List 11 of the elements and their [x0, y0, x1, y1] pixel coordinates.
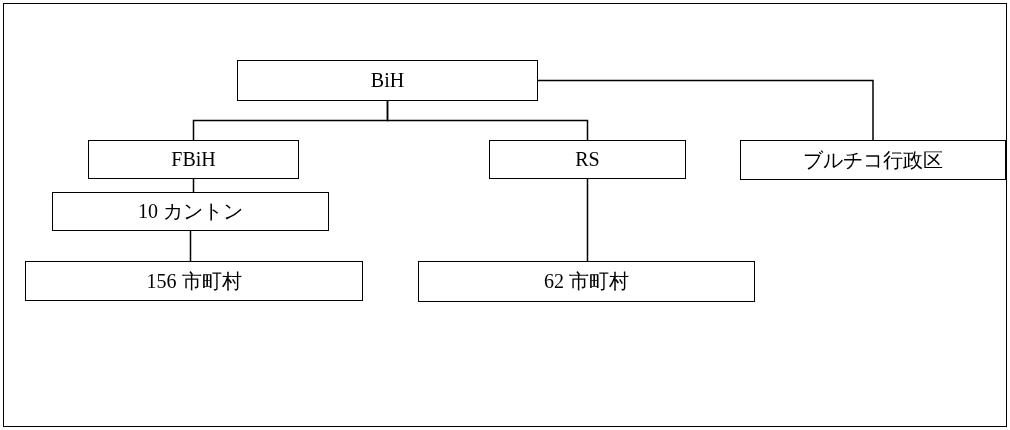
- org-box: 156 市町村: [25, 261, 363, 301]
- connector-line: [189, 230, 192, 262]
- org-box: ブルチコ行政区: [740, 140, 1006, 180]
- org-box: BiH: [237, 60, 538, 101]
- org-box: RS: [489, 140, 686, 179]
- connector-line: [386, 100, 589, 141]
- connector-line: [537, 79, 874, 141]
- org-box: 10 カントン: [52, 192, 329, 231]
- org-box: 62 市町村: [418, 261, 755, 302]
- org-box: FBiH: [88, 140, 299, 179]
- connector-line: [586, 178, 589, 262]
